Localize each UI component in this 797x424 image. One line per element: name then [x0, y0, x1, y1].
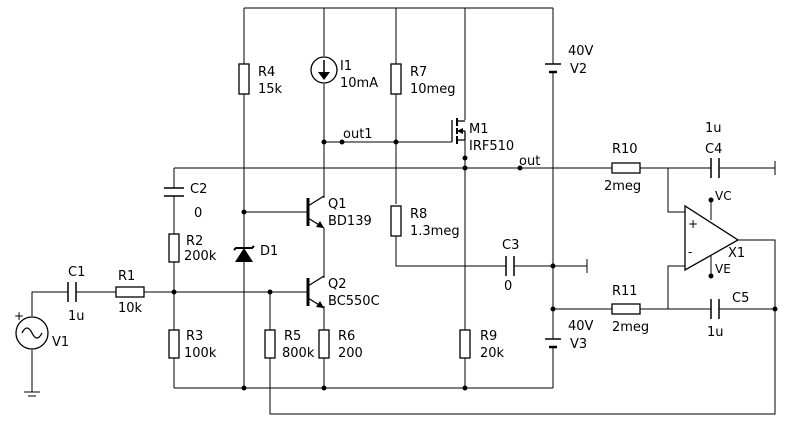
label-c4-name: C4: [705, 142, 722, 157]
label-r4-value: 15k: [258, 82, 283, 97]
label-r2-name: R2: [186, 234, 203, 249]
capacitor-c5: [710, 299, 720, 319]
resistor-r7: [390, 63, 402, 95]
resistor-r5: [264, 329, 276, 359]
label-r6-value: 200: [338, 346, 363, 361]
capacitor-c2: [164, 187, 184, 197]
label-c3-value: 0: [504, 279, 512, 294]
label-c1-name: C1: [68, 265, 85, 280]
net-label-out: out: [519, 154, 540, 169]
label-c2-name: C2: [190, 182, 207, 197]
current-source-i1-icon: [310, 56, 338, 84]
resistor-r1: [115, 286, 145, 298]
label-r3-value: 100k: [184, 346, 217, 361]
resistor-r9: [459, 329, 471, 359]
label-r1-value: 10k: [118, 301, 143, 316]
net-label-out1: out1: [343, 127, 373, 142]
label-q2-value: BC550C: [328, 294, 380, 309]
label-v1-name: V1: [52, 335, 69, 350]
opamp-plus-label: +: [688, 217, 698, 231]
ac-source-v1-icon: +: [14, 309, 49, 350]
label-r7-name: R7: [410, 65, 427, 80]
capacitor-c1: [67, 282, 77, 302]
resistor-r3: [168, 329, 180, 359]
label-r5-value: 800k: [282, 346, 315, 361]
label-x1-name: X1: [728, 246, 745, 261]
transistor-q1-icon: [306, 195, 325, 229]
label-c3-name: C3: [502, 238, 519, 253]
label-d1-name: D1: [260, 244, 278, 259]
label-v3-name: V3: [570, 337, 587, 352]
svg-text:+: +: [14, 309, 24, 323]
label-r4-name: R4: [258, 65, 275, 80]
resistor-r6: [318, 329, 330, 359]
zener-diode-d1-icon: [233, 245, 255, 262]
label-c5-name: C5: [732, 291, 749, 306]
battery-v3-icon: [545, 338, 561, 349]
label-i1-name: I1: [340, 59, 352, 74]
label-c2-value: 0: [194, 206, 202, 221]
label-v2-name: V2: [570, 62, 587, 77]
label-m1-value: IRF510: [469, 139, 514, 154]
net-label-vc: VC: [715, 189, 732, 203]
resistor-r2: [168, 233, 180, 263]
label-r5-name: R5: [284, 329, 301, 344]
label-r7-value: 10meg: [410, 82, 455, 97]
label-r8-value: 1.3meg: [410, 224, 460, 239]
label-r8-name: R8: [410, 207, 427, 222]
resistor-r4: [238, 63, 250, 95]
net-label-ve: VE: [715, 262, 731, 276]
capacitor-c3: [505, 256, 515, 276]
label-r11-value: 2meg: [612, 320, 649, 335]
label-r2-value: 200k: [184, 249, 217, 264]
label-r10-value: 2meg: [604, 179, 641, 194]
opamp-x1-icon: [684, 197, 740, 279]
label-r3-name: R3: [186, 329, 203, 344]
label-r9-name: R9: [480, 329, 497, 344]
mosfet-m1-icon: [451, 118, 466, 144]
label-q2-name: Q2: [328, 277, 347, 292]
label-q1-value: BD139: [328, 214, 372, 229]
capacitor-c4: [710, 158, 720, 178]
label-r1-name: R1: [118, 269, 135, 284]
label-r10-name: R10: [612, 142, 638, 157]
battery-v2-icon: [545, 63, 561, 74]
transistor-q2-icon: [306, 275, 325, 309]
label-v3-value: 40V: [568, 319, 594, 334]
label-r6-name: R6: [338, 329, 355, 344]
opamp-minus-label: -: [688, 245, 692, 259]
resistor-r8: [390, 205, 402, 237]
label-v2-value: 40V: [568, 44, 594, 59]
resistor-r11: [611, 303, 641, 315]
label-r9-value: 20k: [480, 346, 505, 361]
label-c4-value: 1u: [705, 121, 722, 136]
label-m1-name: M1: [469, 122, 489, 137]
junctions: [171, 139, 778, 391]
label-r11-name: R11: [612, 284, 638, 299]
label-i1-value: 10mA: [340, 76, 378, 91]
label-c5-value: 1u: [707, 325, 724, 340]
labels: R4 15k I1 10mA R7 10meg M1 IRF510 40V V2…: [52, 44, 749, 361]
label-c1-value: 1u: [68, 309, 85, 324]
resistor-r10: [611, 162, 641, 174]
label-q1-name: Q1: [328, 197, 347, 212]
wires: [24, 7, 776, 415]
